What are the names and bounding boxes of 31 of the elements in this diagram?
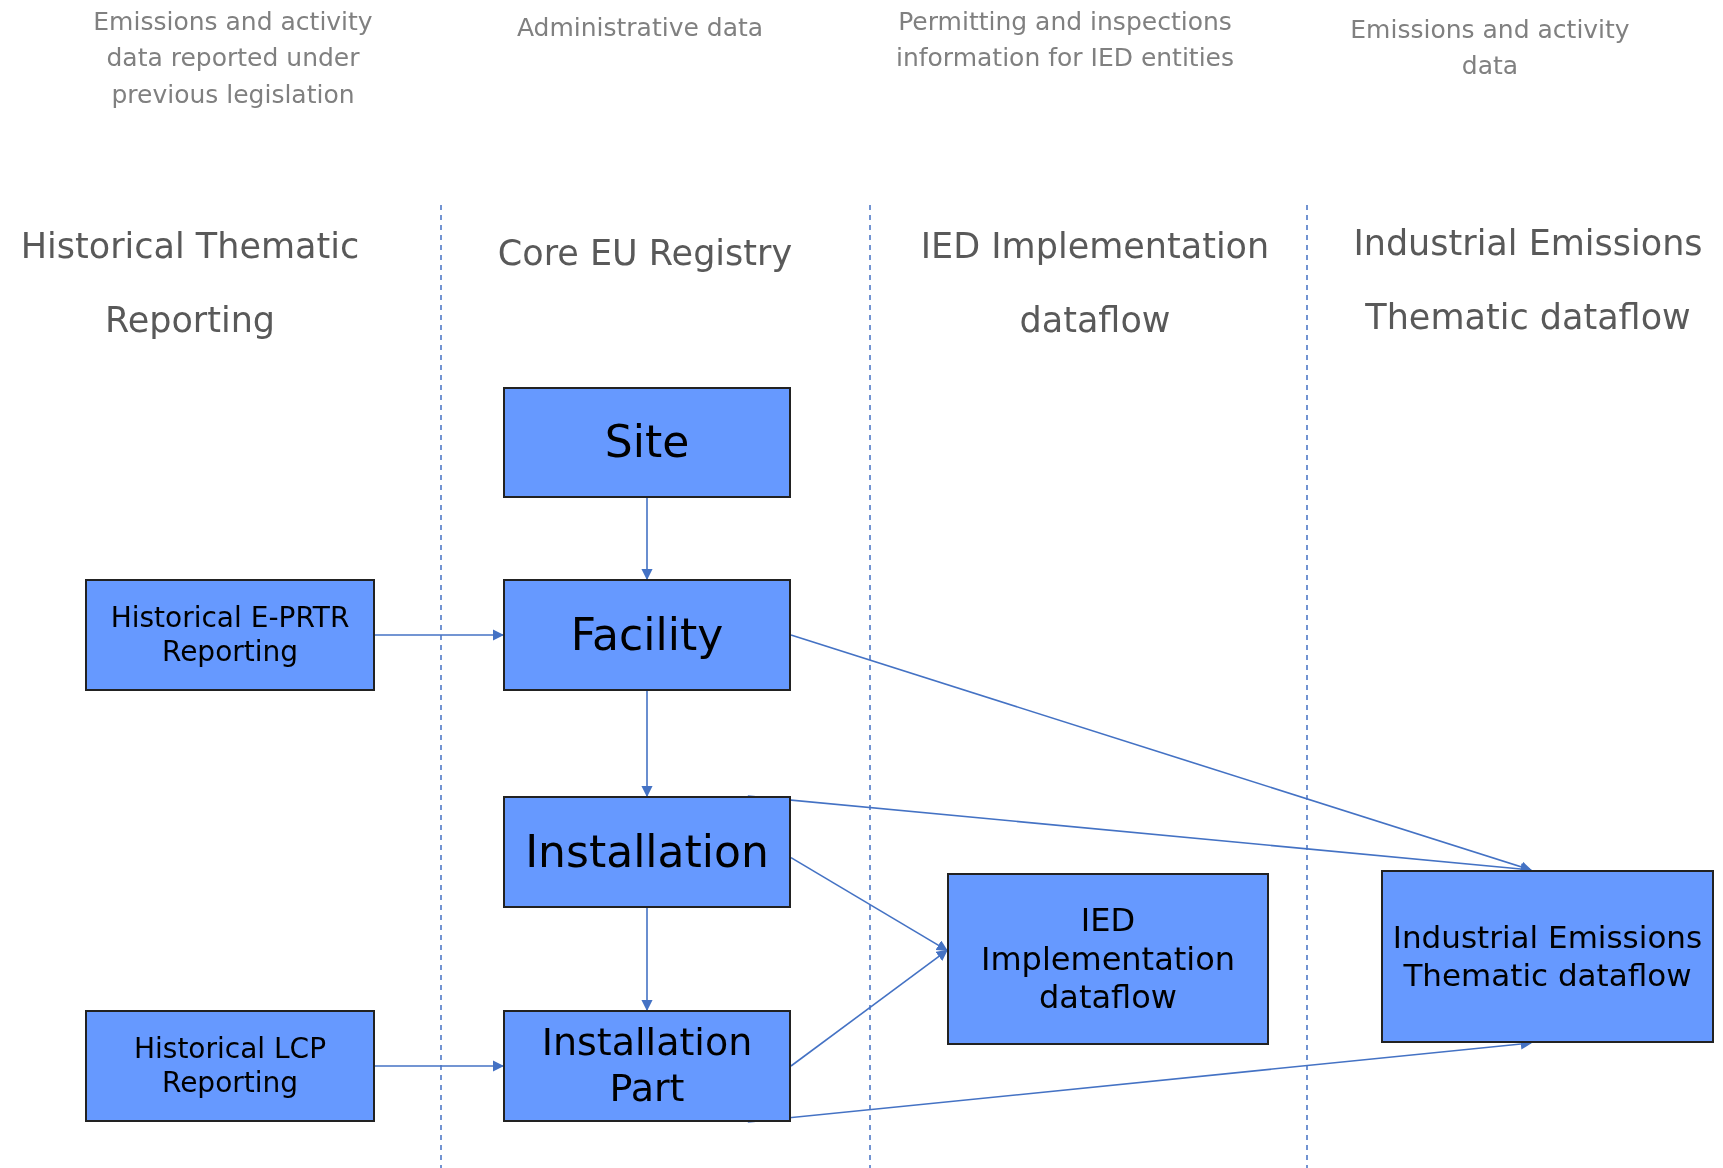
column-description: Administrative data (515, 12, 765, 44)
process-box (85, 1010, 375, 1122)
process-box (503, 1010, 791, 1122)
column-heading: Industrial Emissions Thematic dataflow (1352, 222, 1704, 339)
box-label: Historical E-PRTR Reporting (109, 601, 351, 669)
box-label: Installation (524, 825, 770, 879)
column-description: Emissions and activity data (1349, 14, 1631, 83)
column-heading: IED Implementation dataflow (919, 225, 1271, 342)
arrow (790, 856, 948, 952)
process-box (85, 579, 375, 691)
box-label: IED Implementation dataflow (979, 901, 1237, 1017)
process-box (503, 387, 791, 498)
box-label: Historical LCP Reporting (132, 1032, 328, 1100)
arrow (374, 629, 505, 641)
box-label: Facility (569, 608, 725, 662)
arrow (790, 949, 948, 1067)
column-description: Emissions and activity data reported under previous legislation (92, 6, 374, 111)
column-heading: Historical Thematic Reporting (19, 225, 361, 342)
process-box (1381, 870, 1714, 1043)
process-box (503, 796, 791, 908)
box-label: Industrial Emissions Thematic dataflow (1391, 919, 1704, 994)
box-label: Site (603, 416, 691, 469)
arrow (641, 497, 653, 581)
column-description: Permitting and inspections information for IED entities (894, 6, 1236, 75)
process-box (503, 579, 791, 691)
arrow (374, 1060, 505, 1072)
box-label: Installation Part (540, 1020, 754, 1112)
column-heading: Core EU Registry (496, 232, 794, 275)
process-box (947, 873, 1269, 1045)
arrow (641, 690, 653, 798)
arrow (641, 907, 653, 1012)
